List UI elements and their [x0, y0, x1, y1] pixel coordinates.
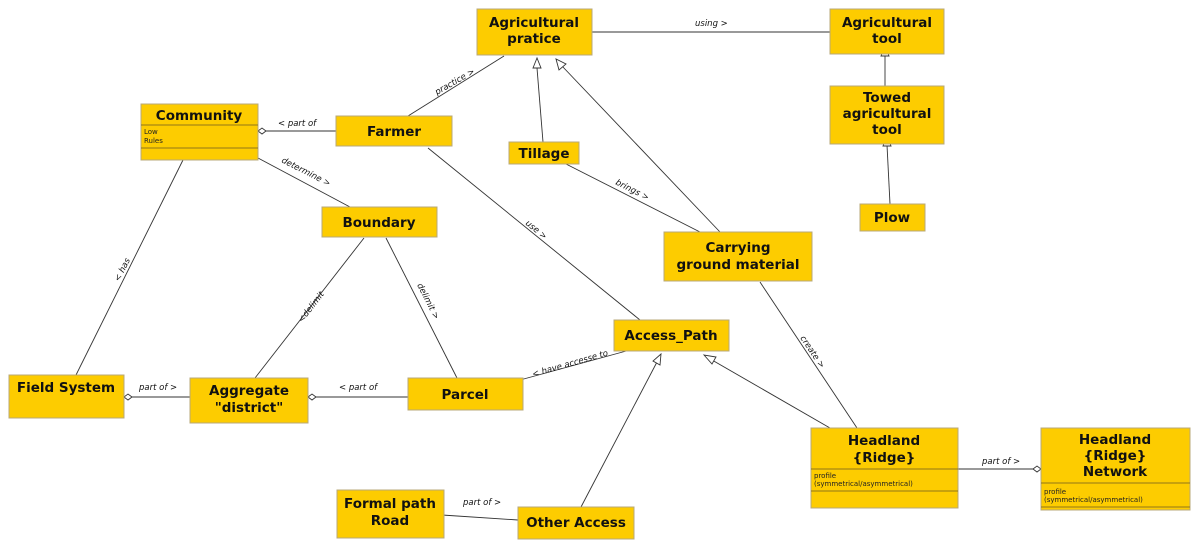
class-boundary-line1: Boundary [342, 215, 415, 231]
label-has: < has [113, 256, 133, 283]
class-other-access: Other Access [517, 506, 635, 540]
class-boundary: Boundary [321, 206, 438, 238]
class-network-line2: {Ridge} [1084, 448, 1147, 464]
class-towed-agricultural-tool: Towed agricultural tool [829, 85, 945, 145]
generalization-arrow-headland [702, 354, 717, 365]
label-practice: practice > [433, 67, 477, 98]
edge-create [759, 281, 858, 429]
class-parcel-line1: Parcel [441, 387, 488, 403]
class-formal-path-road: Formal path Road [336, 489, 445, 539]
class-plow: Plow [859, 203, 926, 232]
generalization-arrow-other-access [652, 352, 662, 366]
class-aggregate-district: Aggregate "district" [189, 377, 309, 424]
edge-brings [565, 163, 701, 233]
class-agricultural-tool-line1: Agricultural [842, 15, 932, 31]
class-headland-ridge-network: Headland {Ridge} Network profile (symmet… [1040, 427, 1191, 511]
aggregation-diamond-aggregate [307, 393, 317, 401]
label-delimit-aggregate: <delimit [296, 289, 327, 324]
class-tillage-line1: Tillage [518, 146, 569, 162]
class-access-path-line1: Access_Path [624, 328, 717, 344]
class-tillage: Tillage [508, 141, 580, 165]
label-part-of-network: part of > [981, 457, 1020, 467]
class-community-line1: Community [156, 108, 243, 124]
class-farmer: Farmer [335, 115, 453, 147]
edge-has [75, 159, 184, 376]
class-headland-line2: {Ridge} [853, 450, 916, 466]
class-agricultural-tool: Agricultural tool [829, 8, 945, 55]
label-create: create > [798, 334, 827, 370]
edge-other-access-generalization [580, 361, 658, 508]
class-headland-attr1: profile [814, 472, 836, 480]
edge-part-of-other [441, 514, 519, 521]
edge-delimit-parcel [385, 237, 458, 379]
generalization-arrow-carrying [555, 58, 567, 71]
label-part-of-other: part of > [462, 498, 501, 508]
class-aggregate-line1: Aggregate [209, 383, 289, 399]
class-plow-line1: Plow [874, 210, 910, 226]
edge-tillage-generalization [536, 67, 544, 143]
edge-delimit-aggregate [254, 237, 365, 379]
edge-have-access [519, 349, 631, 381]
class-headland-ridge: Headland {Ridge} profile (symmetrical/as… [810, 427, 959, 509]
class-headland-line1: Headland [848, 433, 920, 449]
class-towed-line3: tool [872, 122, 902, 138]
label-using: using > [695, 19, 728, 29]
class-agricultural-practice-line2: pratice [507, 31, 561, 47]
class-carrying-line2: ground material [677, 257, 800, 273]
aggregation-diamond-field-system [123, 393, 133, 401]
class-access-path: Access_Path [613, 319, 730, 352]
edge-practice [407, 55, 505, 117]
label-brings: brings > [614, 178, 651, 203]
class-aggregate-line2: "district" [215, 400, 284, 416]
class-towed-line2: agricultural [843, 106, 932, 122]
label-part-of-community: < part of [278, 119, 318, 129]
class-farmer-line1: Farmer [367, 124, 421, 140]
class-network-attr2: (symmetrical/asymmetrical) [1044, 496, 1143, 504]
label-use: use > [523, 219, 549, 242]
label-part-of-aggregate: < part of [339, 383, 379, 393]
class-headland-attr2: (symmetrical/asymmetrical) [814, 480, 913, 488]
aggregation-diamond-network [1032, 465, 1042, 473]
label-have-access: < have accesse to [531, 349, 609, 380]
label-part-of-field: part of > [138, 383, 177, 393]
class-field-system: Field System [8, 374, 125, 419]
generalization-arrow-tillage [532, 56, 542, 69]
class-network-line3: Network [1083, 464, 1148, 480]
class-network-attr1: profile [1044, 488, 1066, 496]
edge-headland-generalization [711, 359, 831, 429]
class-network-line1: Headland [1079, 432, 1151, 448]
class-community: Community Low Rules [140, 103, 259, 161]
class-community-attr2: Rules [144, 137, 163, 145]
edge-plow-generalization [886, 144, 891, 205]
class-other-access-line1: Other Access [526, 515, 626, 531]
aggregation-diamond-community [257, 127, 267, 135]
class-community-attr1: Low [144, 128, 158, 136]
label-determine: determine > [280, 156, 332, 189]
class-formal-path-line1: Formal path [344, 496, 436, 512]
class-carrying-line1: Carrying [705, 240, 770, 256]
class-parcel: Parcel [407, 377, 524, 411]
class-formal-path-line2: Road [371, 513, 409, 529]
edges [75, 31, 1033, 521]
class-carrying-ground-material: Carrying ground material [663, 231, 813, 282]
edge-use [427, 147, 641, 321]
class-towed-line1: Towed [863, 90, 911, 106]
class-field-system-line1: Field System [17, 380, 115, 396]
class-agricultural-practice: Agricultural pratice [476, 8, 593, 56]
class-agricultural-practice-line1: Agricultural [489, 15, 579, 31]
edge-carrying-generalization [561, 65, 721, 233]
class-agricultural-tool-line2: tool [872, 31, 902, 47]
edge-determine [257, 157, 351, 208]
